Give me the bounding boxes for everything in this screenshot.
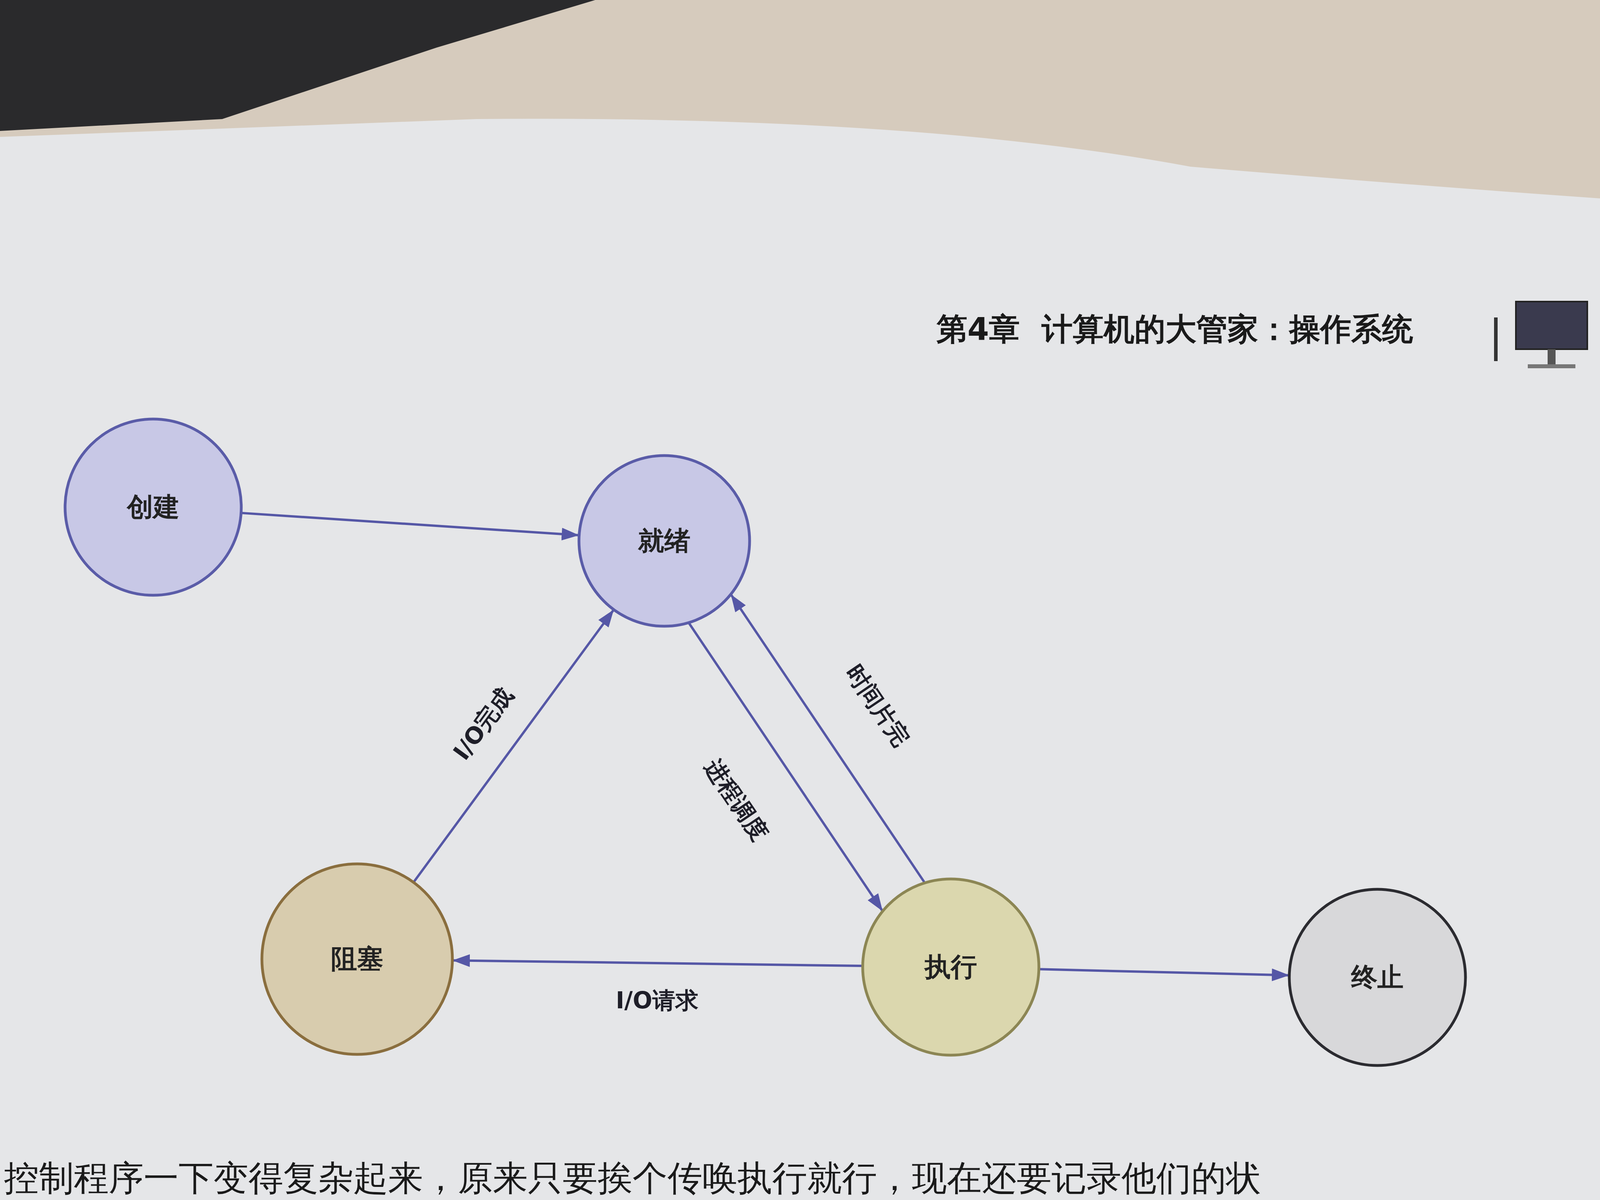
state-circle: 就绪 xyxy=(577,453,752,628)
circle-shape xyxy=(65,419,242,596)
state-name: 就绪 xyxy=(638,523,691,559)
dark-object xyxy=(0,0,596,131)
transition-label: I/O请求 xyxy=(615,988,699,1014)
transition-label: 进程调度 xyxy=(700,754,773,846)
transition-arrow xyxy=(1038,969,1290,975)
transition-label: 时间片完 xyxy=(840,660,914,751)
page-header: 第4章 计算机的大管家：操作系统 xyxy=(936,313,1414,345)
transition-arrow xyxy=(730,594,925,883)
circle-shape xyxy=(862,878,1039,1056)
page xyxy=(0,118,1600,1200)
state-circle: 终止 xyxy=(1287,887,1468,1068)
body-text: 控制程序一下变得复杂起来，原来只要挨个传唤执行就行，现在还要记录他们的状 xyxy=(3,1160,1262,1196)
header-bar xyxy=(1494,317,1498,362)
state-name: 创建 xyxy=(126,489,180,525)
state-circle: 执行 xyxy=(861,877,1041,1057)
transition-arrow xyxy=(452,960,863,966)
state-name: 阻塞 xyxy=(330,941,384,977)
transition-arrow xyxy=(413,609,614,883)
monitor-icon xyxy=(1515,301,1588,369)
transition-label: I/O完成 xyxy=(448,682,518,765)
circle-shape xyxy=(261,863,453,1055)
circle-shape xyxy=(578,455,750,627)
circle-shape xyxy=(1289,889,1466,1066)
state-circle: 创建 xyxy=(63,417,243,597)
transition-arrow xyxy=(241,513,580,536)
state-name: 终止 xyxy=(1351,959,1404,996)
state-name: 执行 xyxy=(924,949,977,985)
state-circle: 阻塞 xyxy=(260,862,454,1056)
